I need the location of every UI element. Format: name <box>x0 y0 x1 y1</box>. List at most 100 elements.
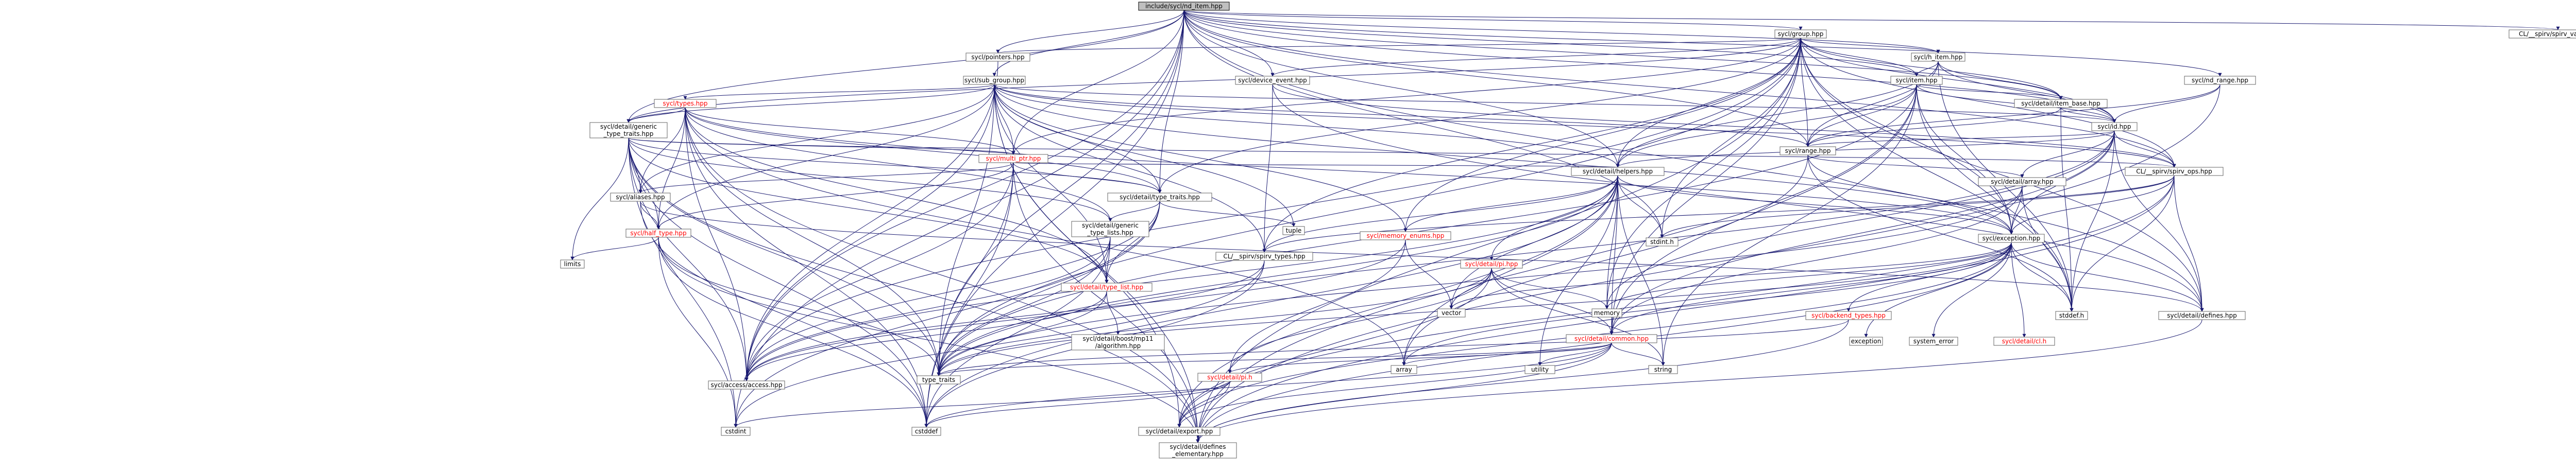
node-label: sycl/detail/cl.h <box>2002 338 2046 345</box>
edge-n17-n40 <box>937 175 1618 376</box>
edge-n4-n36 <box>1938 61 2074 312</box>
node-cstddef[interactable]: cstddef <box>911 427 941 436</box>
node-label: sycl/h_item.hpp <box>1914 54 1963 61</box>
node-sycl-detail-common-hpp[interactable]: sycl/detail/common.hpp <box>1566 334 1657 343</box>
node-sycl-detail-helpers-hpp[interactable]: sycl/detail/helpers.hpp <box>1571 167 1665 176</box>
edge-n17-n42 <box>1538 175 1618 366</box>
edge-n0-n8 <box>1183 10 2222 77</box>
node-tuple[interactable]: tuple <box>1282 226 1305 235</box>
edge-n21-n47 <box>924 236 1111 428</box>
node-sycl-detail-defines-hpp[interactable]: sycl/detail/defines.hpp <box>2158 311 2246 320</box>
node-sycl-pointers-hpp[interactable]: sycl/pointers.hpp <box>965 53 1030 62</box>
edge-n12-n14 <box>1806 130 2115 147</box>
edge-n1-n6 <box>1270 38 1801 77</box>
edge-n1-n10 <box>626 38 1801 123</box>
edge-n37-n49 <box>1196 319 2202 443</box>
node-sycl-nd-range-hpp[interactable]: sycl/nd_range.hpp <box>2184 76 2256 85</box>
node-label: array <box>1396 366 1412 373</box>
edge-n8-n49 <box>1196 84 2221 443</box>
edge-n27-n34 <box>1931 242 2012 338</box>
edge-n27-n39 <box>1609 242 2012 335</box>
node-sycl-detail-type-list-hpp[interactable]: sycl/detail/type_list.hpp <box>1061 283 1153 292</box>
edge-n10-n20 <box>628 137 660 230</box>
node-sycl-detail-array-hpp[interactable]: sycl/detail/array.hpp <box>1978 177 2066 186</box>
node-sycl-detail-boost-mp11-algorithm-hpp[interactable]: sycl/detail/boost/mp11/algorithm.hpp <box>1071 334 1165 351</box>
node-sycl-h-item-hpp[interactable]: sycl/h_item.hpp <box>1911 53 1965 62</box>
node-label: _type_lists.hpp <box>1087 229 1133 236</box>
node-label: _elementary.hpp <box>1172 450 1224 458</box>
node-sycl-range-hpp[interactable]: sycl/range.hpp <box>1780 146 1836 155</box>
node-array[interactable]: array <box>1391 365 1417 374</box>
edge-n0-n12 <box>1183 10 2116 123</box>
node-cl-spirv-spirv-types-hpp[interactable]: CL/__spirv/spirv_types.hpp <box>1215 252 1313 261</box>
node-label: exception <box>1851 338 1882 345</box>
edge-n9-n47 <box>685 107 928 428</box>
node-sycl-detail-pi-h[interactable]: sycl/detail/pi.h <box>1197 373 1262 382</box>
edge-n9-n49 <box>685 107 1200 443</box>
node-label: memory <box>1594 309 1620 317</box>
edge-n9-n20 <box>656 107 686 230</box>
edge-n0-n16 <box>1158 10 1184 194</box>
node-label: limits <box>564 260 581 268</box>
node-label: sycl/detail/defines.hpp <box>2167 312 2237 319</box>
node-stdint-h[interactable]: stdint.h <box>1646 237 1679 247</box>
node-sycl-detail-defines-elementary-hpp[interactable]: sycl/detail/defines_elementary.hpp <box>1159 442 1237 459</box>
node-sycl-types-hpp[interactable]: sycl/types.hpp <box>654 99 717 108</box>
node-sycl-detail-generic-type-lists-hpp[interactable]: sycl/detail/generic_type_lists.hpp <box>1071 221 1149 237</box>
node-cl-spirv-spirv-ops-hpp[interactable]: CL/__spirv/spirv_ops.hpp <box>2125 167 2224 176</box>
edge-n9-n16 <box>685 107 1162 194</box>
edge-n27-n37 <box>2011 242 2204 312</box>
edge-n9-n15 <box>638 107 686 194</box>
node-utility[interactable]: utility <box>1524 365 1555 374</box>
node-sycl-detail-export-hpp[interactable]: sycl/detail/export.hpp <box>1138 427 1221 436</box>
node-sycl-item-hpp[interactable]: sycl/item.hpp <box>1890 76 1943 85</box>
edge-n39-n40 <box>937 342 1612 376</box>
node-sycl-detail-pi-hpp[interactable]: sycl/detail/pi.hpp <box>1460 259 1523 269</box>
node-memory[interactable]: memory <box>1591 308 1622 318</box>
edge-n9-n41 <box>685 107 1406 366</box>
edge-n6-n23 <box>1262 84 1273 253</box>
node-sycl-device-event-hpp[interactable]: sycl/device_event.hpp <box>1235 76 1310 85</box>
node-vector[interactable]: vector <box>1437 308 1466 318</box>
node-label: sycl/detail/generic <box>1082 222 1139 229</box>
edge-n19-n23 <box>1262 175 2175 253</box>
node-sycl-group-hpp[interactable]: sycl/group.hpp <box>1774 29 1827 39</box>
edge-n1-n26 <box>1660 38 1801 238</box>
edge-n5-n12 <box>994 84 2116 123</box>
node-label: sycl/sub_group.hpp <box>964 77 1024 84</box>
node-system-error[interactable]: system_error <box>1909 337 1958 346</box>
node-sycl-aliases-hpp[interactable]: sycl/aliases.hpp <box>610 193 671 202</box>
node-sycl-exception-hpp[interactable]: sycl/exception.hpp <box>1978 234 2045 243</box>
node-exception[interactable]: exception <box>1849 337 1883 346</box>
node-sycl-backend-types-hpp[interactable]: sycl/backend_types.hpp <box>1805 311 1892 320</box>
node-string[interactable]: string <box>1648 365 1678 374</box>
edge-n5-n14 <box>994 84 1810 147</box>
node-cl-spirv-spirv-vars-hpp[interactable]: CL/__spirv/spirv_vars.hpp <box>2509 29 2576 39</box>
edge-n14-n27 <box>1807 154 2013 235</box>
node-stddef-h[interactable]: stddef.h <box>2055 311 2088 320</box>
node-sycl-id-hpp[interactable]: sycl/id.hpp <box>2091 122 2138 131</box>
edge-n24-n30 <box>1405 239 1453 309</box>
node-sycl-detail-type-traits-hpp[interactable]: sycl/detail/type_traits.hpp <box>1107 193 1212 202</box>
node-sycl-half-type-hpp[interactable]: sycl/half_type.hpp <box>625 229 691 238</box>
node-sycl-memory-enums-hpp[interactable]: sycl/memory_enums.hpp <box>1360 231 1451 240</box>
node-sycl-detail-generic-type-traits-hpp[interactable]: sycl/detail/generic_type_traits.hpp <box>589 122 668 138</box>
edge-n45-n47 <box>924 381 1230 428</box>
edge-n29-n40 <box>937 291 1107 376</box>
edge-n5-n29 <box>994 84 1109 284</box>
node-sycl-sub-group-hpp[interactable]: sycl/sub_group.hpp <box>963 76 1026 85</box>
node-label: sycl/backend_types.hpp <box>1811 312 1886 319</box>
node-sycl-multi-ptr-hpp[interactable]: sycl/multi_ptr.hpp <box>978 154 1048 163</box>
node-label: sycl/types.hpp <box>663 100 707 107</box>
node-sycl-access-access-hpp[interactable]: sycl/access/access.hpp <box>708 380 785 390</box>
node-sycl-detail-item-base-hpp[interactable]: sycl/detail/item_base.hpp <box>2014 99 2108 108</box>
edge-n13-n20 <box>656 162 1014 230</box>
node-limits[interactable]: limits <box>560 259 585 269</box>
edge-n10-n44 <box>628 137 749 381</box>
node-sycl-detail-cl-h[interactable]: sycl/detail/cl.h <box>1993 337 2055 346</box>
edge-n5-n20 <box>656 84 995 230</box>
node-cstdint[interactable]: cstdint <box>721 427 751 436</box>
node-type-traits[interactable]: type_traits <box>917 375 961 384</box>
node-label: CL/__spirv/spirv_vars.hpp <box>2519 30 2576 38</box>
